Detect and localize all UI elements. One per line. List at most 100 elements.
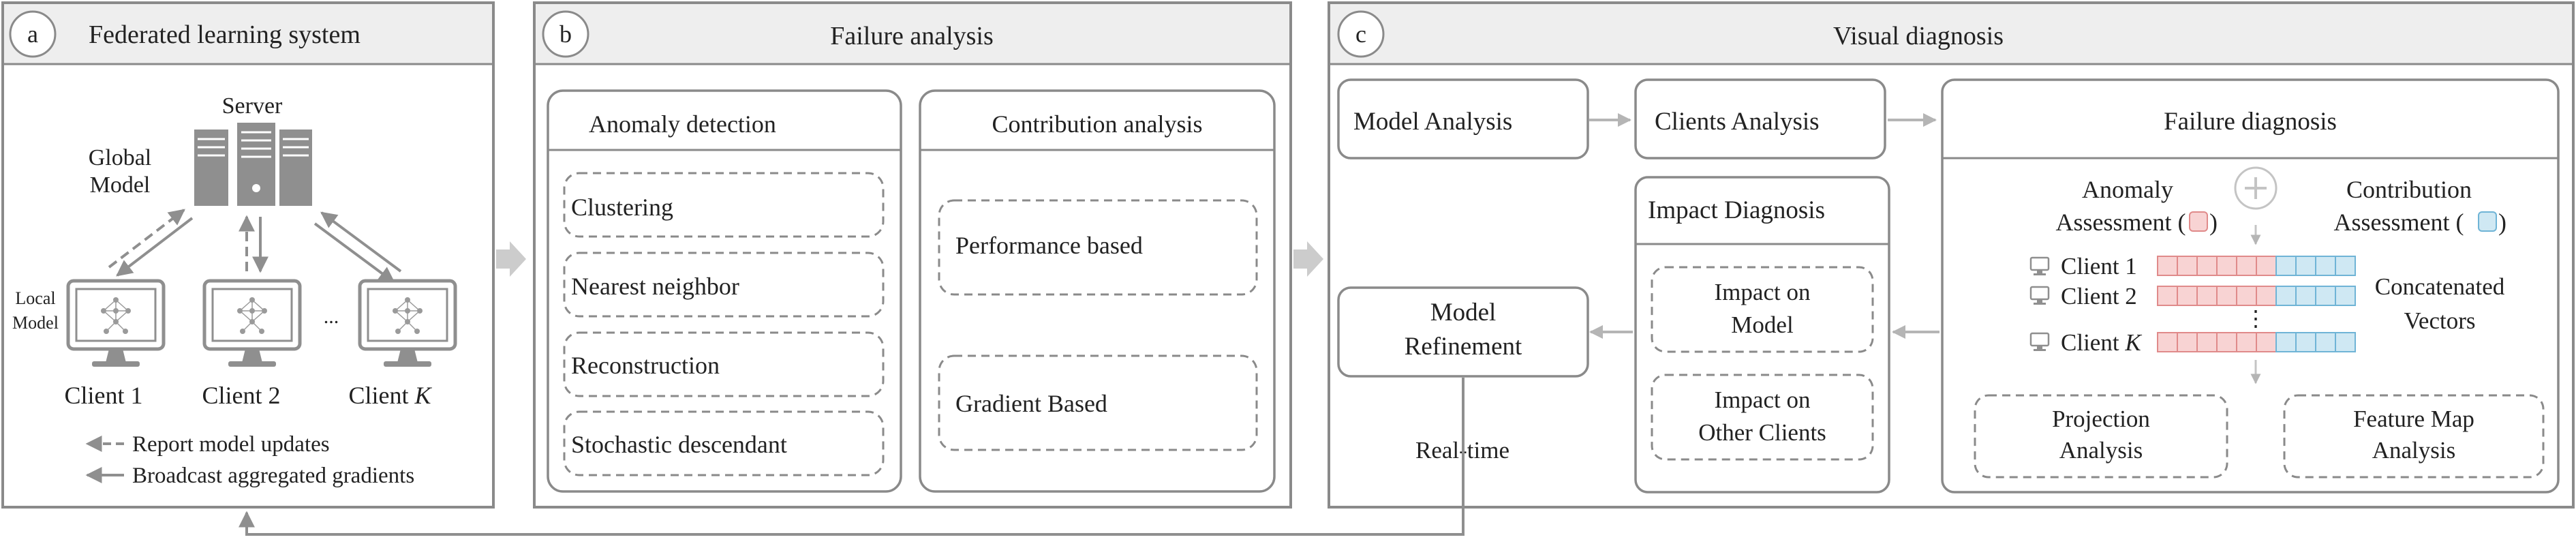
anomaly-vector-cell: [2216, 286, 2237, 306]
vector-row-client-2: Client 2: [2029, 283, 2356, 309]
client-k-label: Client K: [348, 382, 432, 409]
client-1-label: Client 1: [65, 382, 143, 409]
method-reconstruction-label: Reconstruction: [571, 352, 720, 379]
realtime-feedback-arrow: [239, 378, 1465, 536]
model-refinement-label-2: Refinement: [1405, 333, 1522, 361]
anomaly-vector-cell: [2177, 332, 2198, 352]
client-2-label: Client 2: [202, 382, 281, 409]
arrow-a-to-b: [496, 241, 526, 277]
contribution-analysis-title: Contribution analysis: [992, 110, 1203, 138]
panel-c-title: Visual diagnosis: [1833, 22, 2004, 50]
concatenated-vectors-label-1: Concatenated: [2375, 273, 2505, 300]
anomaly-vector-cell: [2196, 286, 2218, 306]
anomaly-vector-cell: [2157, 256, 2178, 276]
impact-on-clients-box: [1651, 374, 1874, 461]
contribution-vector-cell: [2335, 256, 2356, 276]
panel-b-letter: b: [559, 20, 572, 48]
anomaly-vector-cell: [2177, 286, 2198, 306]
panel-a-letter: a: [27, 20, 38, 48]
client-1-link: [108, 209, 194, 277]
method-nearest-neighbor: [563, 252, 885, 318]
arrow-b-to-c: [1293, 241, 1323, 277]
impact-on-clients-label-1: Impact on: [1715, 386, 1811, 413]
panel-visual-diagnosis: c Visual diagnosis Model Analysis Client…: [1328, 1, 2575, 509]
concatenated-vectors-label-2: Vectors: [2404, 307, 2476, 334]
impact-diagnosis-title: Impact Diagnosis: [1648, 196, 1825, 224]
client-2-link: [239, 215, 269, 273]
method-nearest-neighbor-label: Nearest neighbor: [571, 273, 739, 300]
method-performance-based-label: Performance based: [955, 232, 1143, 259]
contribution-color-swatch: [2478, 211, 2497, 232]
legend: Report model updates Broadcast aggregate…: [85, 432, 414, 488]
projection-analysis-box: [1974, 394, 2228, 479]
anomaly-assessment-label-1: Anomaly: [2082, 176, 2173, 203]
anomaly-vector-cell: [2216, 256, 2237, 276]
panel-a-header: [4, 4, 492, 64]
global-model-label-2: Model: [90, 172, 151, 198]
anomaly-vector-cell: [2256, 332, 2277, 352]
contribution-assessment-label-1: Contribution: [2346, 176, 2472, 203]
plus-icon: [2234, 166, 2278, 210]
clients-ellipsis: ...: [324, 305, 339, 328]
contribution-vector-cell: [2315, 286, 2336, 306]
model-refinement-box: [1337, 286, 1589, 378]
method-stochastic-descendant: [563, 410, 885, 476]
method-clustering-label: Clustering: [571, 194, 673, 221]
vector-client-1-label: Client 1: [2061, 253, 2137, 279]
panel-b-letter-badge: [542, 10, 589, 58]
contribution-vector-cell: [2335, 286, 2356, 306]
contribution-vector-cell: [2275, 332, 2297, 352]
clients-analysis-box: [1634, 78, 1886, 160]
anomaly-vector-cell: [2196, 332, 2218, 352]
clients-analysis-label: Clients Analysis: [1655, 108, 1820, 136]
projection-analysis-label-1: Projection: [2052, 406, 2150, 432]
vector-row-client-k: Client K: [2029, 329, 2356, 356]
vector-row-client-1: Client 1: [2029, 253, 2356, 279]
anomaly-vector-cell: [2216, 332, 2237, 352]
panel-a-letter-badge: [9, 10, 57, 58]
contribution-vector-cell: [2335, 332, 2356, 352]
panel-b-header: [536, 4, 1289, 64]
panel-b-title: Failure analysis: [830, 22, 994, 50]
anomaly-vector-cell: [2157, 286, 2178, 306]
model-analysis-label: Model Analysis: [1353, 108, 1512, 136]
anomaly-vector-cell: [2236, 286, 2257, 306]
projection-analysis-label-2: Analysis: [2059, 437, 2143, 464]
anomaly-vector-cell: [2256, 286, 2277, 306]
anomaly-assessment-label-2: Assessment (: [2056, 209, 2186, 236]
model-analysis-box: [1337, 78, 1589, 160]
legend-report: Report model updates: [132, 432, 330, 457]
contribution-vector-cell: [2275, 286, 2297, 306]
client-k-link: [313, 211, 402, 284]
method-performance-based: [938, 199, 1258, 296]
local-model-label-1: Local: [15, 288, 55, 308]
method-reconstruction: [563, 331, 885, 397]
impact-on-model-label-2: Model: [1731, 312, 1794, 338]
anomaly-vector-cell: [2157, 332, 2178, 352]
anomaly-vector-cell: [2196, 256, 2218, 276]
vector-vdots: ⋮: [2245, 306, 2267, 331]
contribution-assessment-label-2: Assessment (: [2334, 209, 2464, 236]
anomaly-close-paren: ): [2209, 209, 2218, 236]
failure-diagnosis-title: Failure diagnosis: [2164, 108, 2337, 136]
panel-c-letter: c: [1355, 20, 1366, 48]
method-gradient-based: [938, 354, 1258, 451]
method-stochastic-descendant-label: Stochastic descendant: [571, 431, 787, 458]
anomaly-vector-cell: [2236, 256, 2257, 276]
server-label: Server: [222, 93, 283, 119]
anomaly-vector-cell: [2236, 332, 2257, 352]
feature-map-analysis-label-1: Feature Map: [2353, 406, 2474, 432]
panel-federated-learning: a Federated learning system Server Globa…: [1, 1, 495, 509]
panel-c-header: [1330, 4, 2572, 64]
anomaly-color-swatch: [2189, 211, 2208, 232]
contribution-close-paren: ): [2498, 209, 2506, 236]
vector-client-k-label: Client K: [2061, 329, 2142, 356]
contribution-vector-cell: [2295, 332, 2316, 352]
local-model-label-2: Model: [12, 313, 59, 333]
vector-client-2-label: Client 2: [2061, 283, 2137, 309]
contribution-vector-cell: [2275, 256, 2297, 276]
contribution-vector-cell: [2315, 256, 2336, 276]
global-model-label-1: Global: [89, 145, 152, 170]
anomaly-detection-title: Anomaly detection: [589, 110, 776, 138]
